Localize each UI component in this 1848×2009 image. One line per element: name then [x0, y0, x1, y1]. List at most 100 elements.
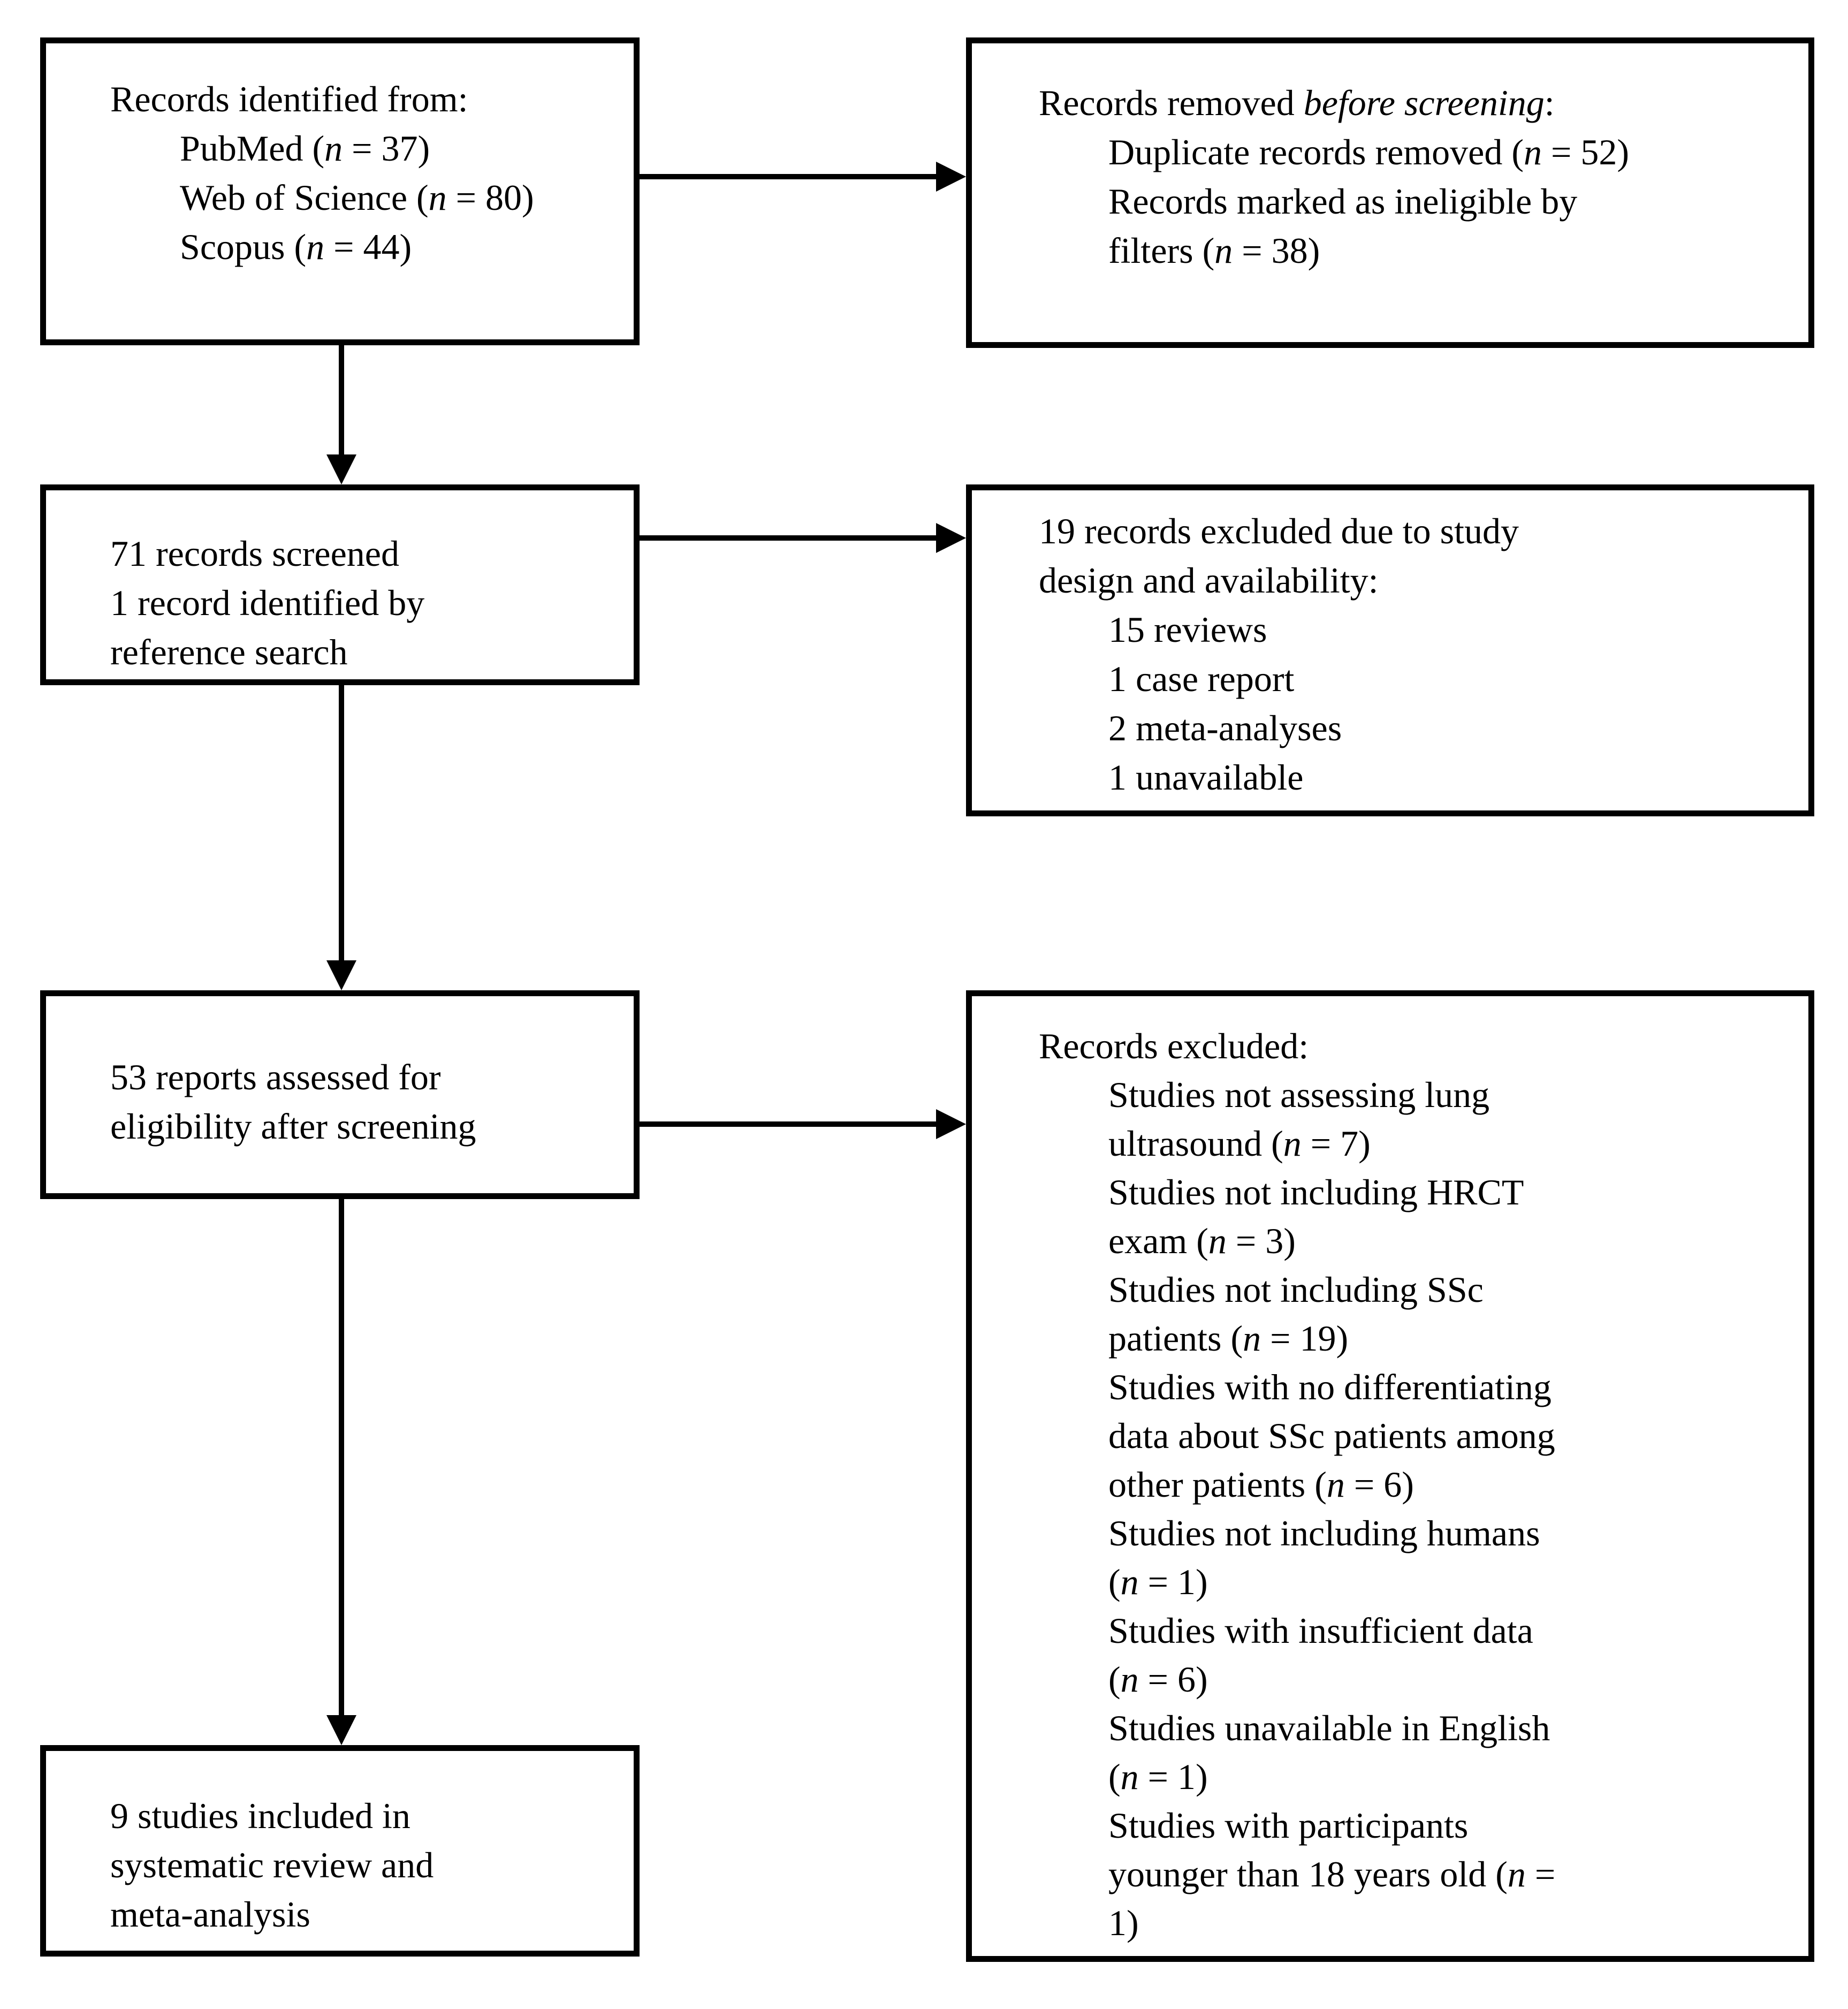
text: 1): [1108, 1902, 1139, 1943]
box-line: 19 records excluded due to study: [1039, 506, 1792, 556]
text: 53 reports assessed for: [110, 1057, 441, 1097]
italic-text: n: [428, 177, 447, 218]
text: meta-analysis: [110, 1894, 310, 1935]
text: Records removed: [1039, 82, 1304, 123]
italic-text: n: [1326, 1464, 1345, 1505]
text: 15 reviews: [1108, 609, 1267, 650]
text: = 1): [1138, 1756, 1208, 1797]
text: =: [1525, 1854, 1556, 1894]
italic-text: n: [1120, 1659, 1139, 1700]
box-line: ultrasound (n = 7): [1039, 1119, 1792, 1168]
text: Studies not including HRCT: [1108, 1172, 1524, 1212]
box-records-excluded-study-design: 19 records excluded due to study design a…: [966, 484, 1814, 816]
text: = 1): [1138, 1561, 1208, 1602]
text: Scopus (: [180, 226, 307, 267]
text: reference search: [110, 632, 348, 672]
box-line: PubMed (n = 37): [110, 124, 618, 173]
italic-text: n: [306, 226, 325, 267]
text: other patients (: [1108, 1464, 1327, 1505]
text: Studies with insufficient data: [1108, 1610, 1533, 1651]
box-line: Studies with participants: [1039, 1801, 1792, 1850]
text: = 52): [1542, 132, 1629, 172]
box-content: 53 reports assessed for eligibility after…: [46, 996, 634, 1151]
box-line: Web of Science (n = 80): [110, 173, 618, 222]
text: 1 record identified by: [110, 582, 425, 623]
italic-text: n: [1120, 1756, 1139, 1797]
text: filters (: [1108, 230, 1215, 271]
box-line: (n = 1): [1039, 1558, 1792, 1606]
text: Studies not assessing lung: [1108, 1074, 1490, 1115]
text: Studies with no differentiating: [1108, 1367, 1552, 1407]
box-line: Records marked as ineligible by: [1039, 177, 1792, 226]
box-line: (n = 6): [1039, 1655, 1792, 1704]
text: patients (: [1108, 1318, 1243, 1359]
box-line: exam (n = 3): [1039, 1217, 1792, 1265]
italic-text: n: [324, 128, 343, 169]
box-line: 71 records screened: [110, 529, 618, 578]
text: Duplicate records removed (: [1108, 132, 1524, 172]
box-line: 1 record identified by: [110, 578, 618, 627]
box-line: younger than 18 years old (n =: [1039, 1850, 1792, 1899]
text: Records excluded:: [1039, 1026, 1309, 1066]
arrowhead-down-icon: [326, 454, 356, 484]
italic-text: before screening: [1303, 82, 1545, 123]
box-line: filters (n = 38): [1039, 226, 1792, 275]
box-line: 1 case report: [1039, 654, 1792, 703]
text: = 19): [1261, 1318, 1349, 1359]
box-line: 9 studies included in: [110, 1791, 618, 1840]
box-line: Studies not assessing lung: [1039, 1071, 1792, 1119]
text: Studies not including SSc: [1108, 1269, 1484, 1310]
text: = 37): [343, 128, 430, 169]
text: 71 records screened: [110, 533, 399, 574]
box-line: 1 unavailable: [1039, 753, 1792, 802]
box-studies-included: 9 studies included in systematic review a…: [40, 1745, 640, 1957]
text: Studies unavailable in English: [1108, 1708, 1550, 1748]
text: :: [1544, 82, 1555, 123]
text: Studies not including humans: [1108, 1513, 1540, 1553]
text: = 6): [1138, 1659, 1208, 1700]
italic-text: n: [1507, 1854, 1526, 1894]
text: design and availability:: [1039, 560, 1379, 601]
arrow-line: [339, 1199, 344, 1718]
box-line: Studies not including HRCT: [1039, 1168, 1792, 1217]
box-reports-assessed: 53 reports assessed for eligibility after…: [40, 990, 640, 1199]
arrow-line: [640, 1121, 939, 1127]
box-line: design and availability:: [1039, 556, 1792, 605]
arrowhead-down-icon: [326, 1715, 356, 1745]
box-line: meta-analysis: [110, 1890, 618, 1939]
text: Records marked as ineligible by: [1108, 181, 1578, 222]
box-line: Studies unavailable in English: [1039, 1704, 1792, 1753]
text: = 44): [324, 226, 412, 267]
italic-text: n: [1120, 1561, 1139, 1602]
arrowhead-right-icon: [936, 162, 966, 192]
box-content: 19 records excluded due to study design a…: [972, 490, 1808, 802]
text: eligibility after screening: [110, 1106, 476, 1147]
italic-text: n: [1524, 132, 1542, 172]
box-content: Records identified from:PubMed (n = 37)W…: [46, 43, 634, 271]
text: systematic review and: [110, 1845, 434, 1885]
box-content: 9 studies included in systematic review a…: [46, 1751, 634, 1939]
text: Studies with participants: [1108, 1805, 1469, 1846]
box-line: Records identified from:: [110, 74, 618, 124]
box-line: (n = 1): [1039, 1753, 1792, 1801]
text: PubMed (: [180, 128, 325, 169]
italic-text: n: [1243, 1318, 1261, 1359]
arrowhead-right-icon: [936, 1109, 966, 1139]
text: 1 case report: [1108, 658, 1295, 699]
box-line: Studies not including SSc: [1039, 1265, 1792, 1314]
text: Records identified from:: [110, 79, 468, 119]
text: 2 meta-analyses: [1108, 708, 1342, 748]
arrow-line: [339, 345, 344, 458]
text: = 38): [1233, 230, 1320, 271]
text: 19 records excluded due to study: [1039, 511, 1519, 551]
text: data about SSc patients among: [1108, 1415, 1555, 1456]
text: (: [1108, 1659, 1121, 1700]
box-line: reference search: [110, 627, 618, 677]
box-records-removed-before-screening: Records removed before screening: Duplica…: [966, 37, 1814, 348]
italic-text: n: [1283, 1123, 1302, 1164]
box-content: Records excluded: Studies not assessing l…: [972, 996, 1808, 1947]
box-line: Records removed before screening:: [1039, 78, 1792, 127]
box-line: other patients (n = 6): [1039, 1460, 1792, 1509]
arrowhead-down-icon: [326, 960, 356, 990]
